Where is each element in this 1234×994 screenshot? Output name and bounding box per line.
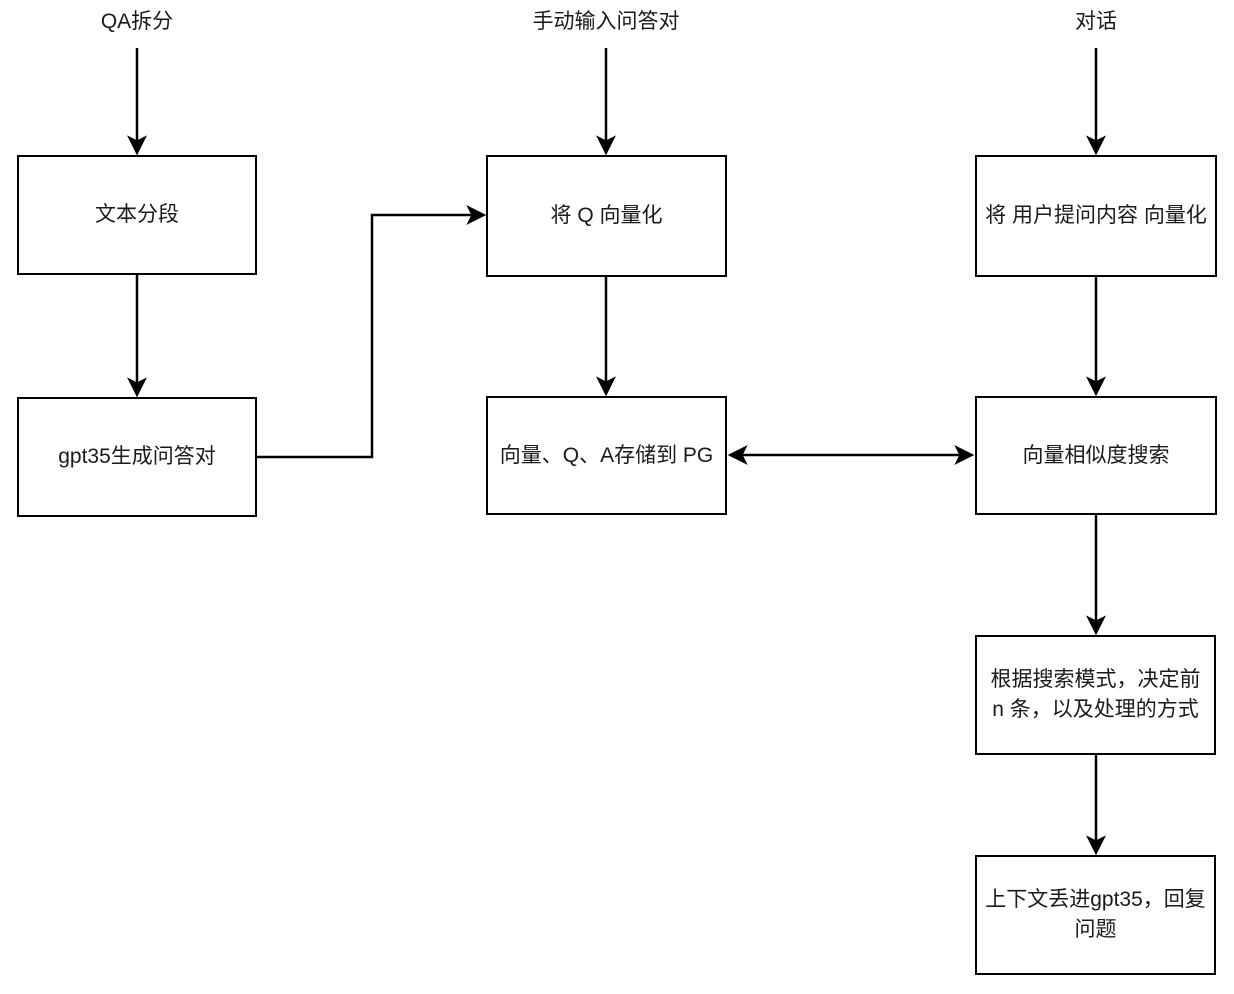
node-store-pg[interactable]: 向量、Q、A存储到 PG	[486, 396, 727, 515]
node-answer[interactable]: 上下文丢进gpt35，回复问题	[975, 855, 1216, 975]
node-text-split[interactable]: 文本分段	[17, 155, 257, 275]
node-similarity[interactable]: 向量相似度搜索	[975, 396, 1217, 515]
node-vectorize-query[interactable]: 将 用户提问内容 向量化	[975, 155, 1217, 277]
label-dialog: 对话	[1075, 10, 1117, 33]
node-search-mode[interactable]: 根据搜索模式，决定前 n 条，以及处理的方式	[975, 635, 1216, 755]
node-vectorize-q[interactable]: 将 Q 向量化	[486, 155, 727, 277]
label-qa-split: QA拆分	[100, 10, 174, 33]
edge-gpt35-to-vectorize-q	[257, 205, 487, 459]
label-manual-qa: 手动输入问答对	[532, 10, 680, 33]
node-gpt35-generate[interactable]: gpt35生成问答对	[17, 397, 257, 517]
